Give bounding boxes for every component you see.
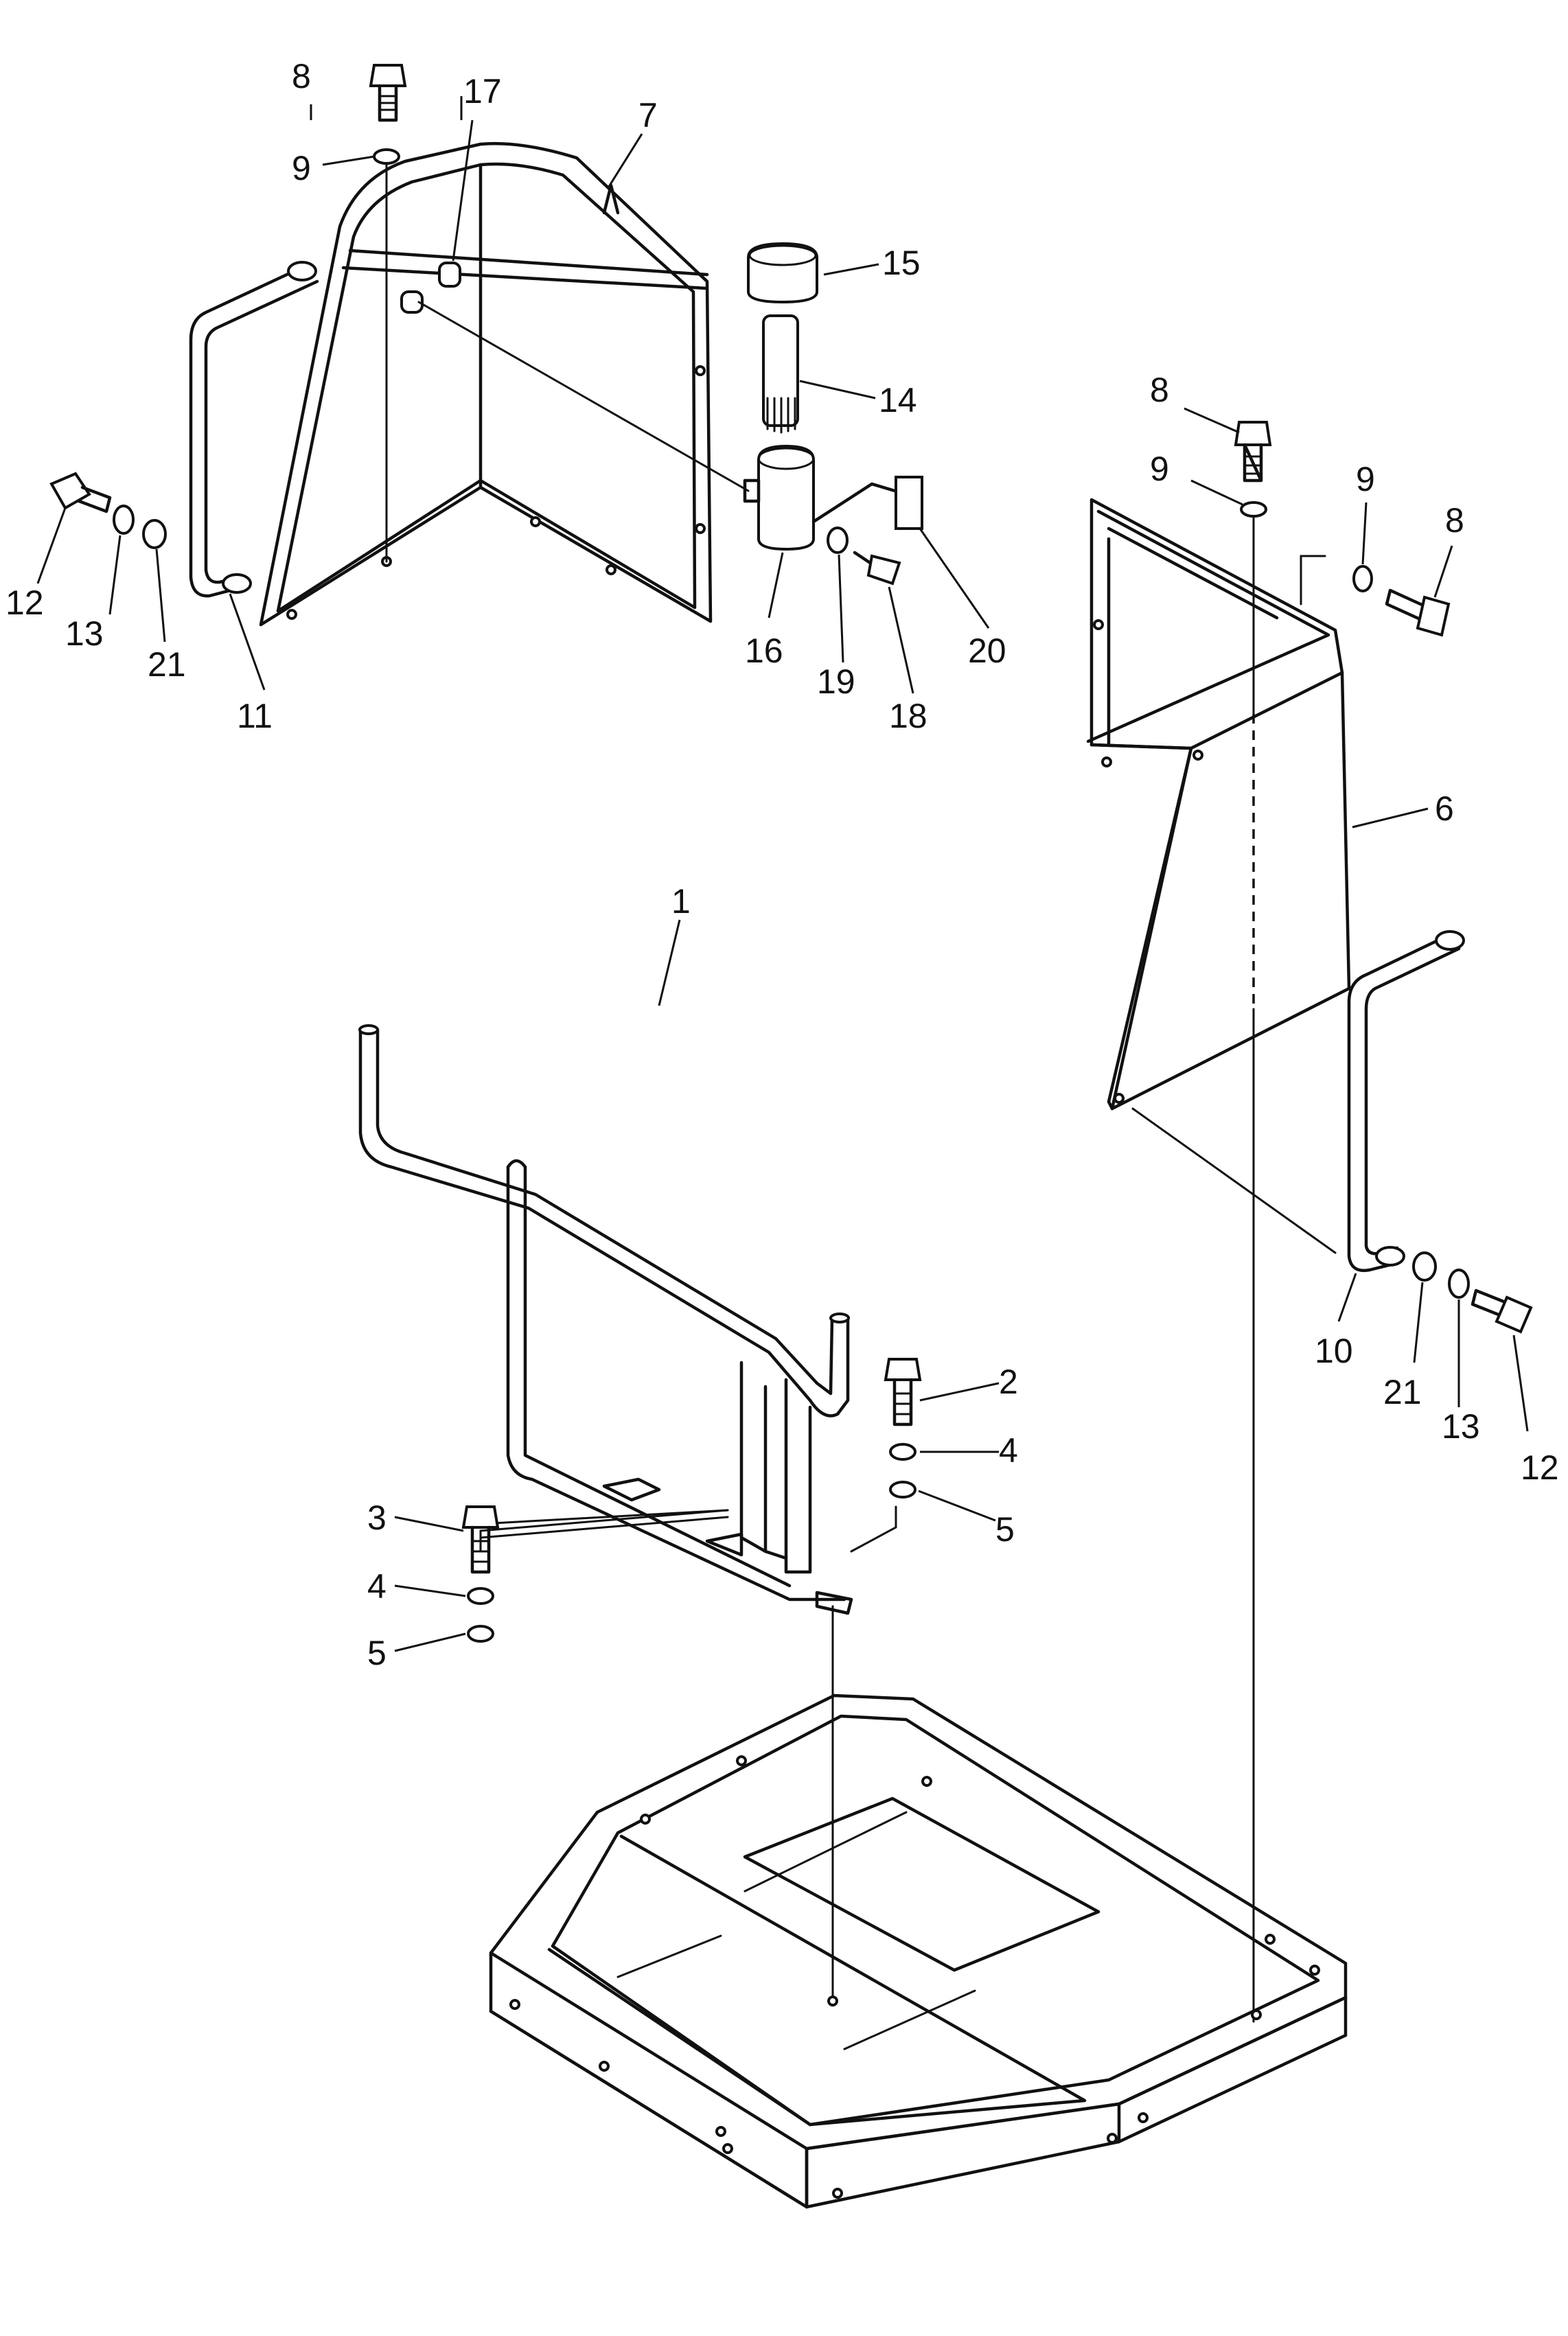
lockwasher-13-left (113, 505, 135, 535)
callout-21b: 21 (1383, 1373, 1422, 1411)
callout-7: 7 (638, 96, 658, 135)
washer-9-top (373, 148, 400, 165)
callout-15: 15 (882, 244, 921, 282)
callout-9b: 9 (1150, 450, 1169, 488)
callout-5a: 5 (995, 1510, 1015, 1549)
callout-20: 20 (968, 632, 1006, 670)
callout-19: 19 (817, 662, 855, 701)
lockwasher-13-right (1448, 1269, 1470, 1299)
bolt-12-left (49, 472, 112, 513)
callout-21a: 21 (148, 645, 186, 684)
callout-12b: 12 (1521, 1448, 1559, 1487)
callout-4a: 4 (999, 1431, 1018, 1470)
callout-13a: 13 (65, 614, 104, 653)
base-platform (489, 1693, 1348, 2209)
bushing-17b (400, 290, 424, 314)
washer-9-side (1352, 565, 1373, 592)
callout-2: 2 (999, 1363, 1018, 1401)
guard-panel-7 (259, 141, 713, 627)
callout-3: 3 (367, 1499, 387, 1537)
washer-4-right (889, 1443, 916, 1461)
callout-18: 18 (889, 697, 927, 735)
callout-10: 10 (1315, 1332, 1353, 1370)
callout-9a: 9 (292, 149, 311, 187)
cap-15 (747, 242, 818, 304)
callout-1: 1 (671, 882, 691, 921)
callout-13b: 13 (1442, 1407, 1480, 1446)
washer-9-right (1240, 501, 1267, 518)
bolt-8-side (1385, 588, 1451, 637)
washer-5-left (467, 1625, 494, 1643)
hand-rail-11 (189, 261, 319, 598)
bolt-8-top (369, 64, 407, 122)
callout-4b: 4 (367, 1567, 387, 1606)
bolt-8-right (1234, 421, 1272, 483)
callout-12a: 12 (5, 583, 44, 622)
washer-21-right (1412, 1251, 1437, 1282)
callout-labels: 8 9 17 7 15 14 12 13 21 11 16 19 18 20 8… (5, 57, 1559, 1672)
bolt-12-right (1471, 1288, 1533, 1334)
callout-5b: 5 (367, 1634, 387, 1672)
callout-6: 6 (1435, 789, 1454, 828)
callout-8a: 8 (292, 57, 311, 95)
hand-rail-10 (1347, 930, 1465, 1273)
bolt-18 (853, 551, 901, 586)
washer-21-left (142, 519, 167, 549)
holder-16 (743, 444, 908, 551)
bushing-17 (438, 262, 461, 288)
callout-17: 17 (463, 72, 502, 111)
callout-16: 16 (745, 632, 783, 670)
washer-5-right (889, 1481, 916, 1499)
washer-4-left (467, 1587, 494, 1605)
guard-panel-6 (1086, 498, 1351, 1111)
bolt-3 (461, 1505, 500, 1574)
shaft-14 (762, 314, 799, 434)
callout-8c: 8 (1445, 501, 1464, 540)
callout-9c: 9 (1356, 460, 1375, 498)
bolt-2 (884, 1358, 922, 1426)
plate-20 (895, 476, 923, 530)
callout-11: 11 (237, 697, 273, 735)
leader-lines (36, 96, 1529, 1652)
callout-14: 14 (879, 381, 917, 419)
callout-8b: 8 (1150, 371, 1169, 409)
stand-frame-1 (358, 1024, 853, 1615)
washer-19 (827, 527, 849, 554)
